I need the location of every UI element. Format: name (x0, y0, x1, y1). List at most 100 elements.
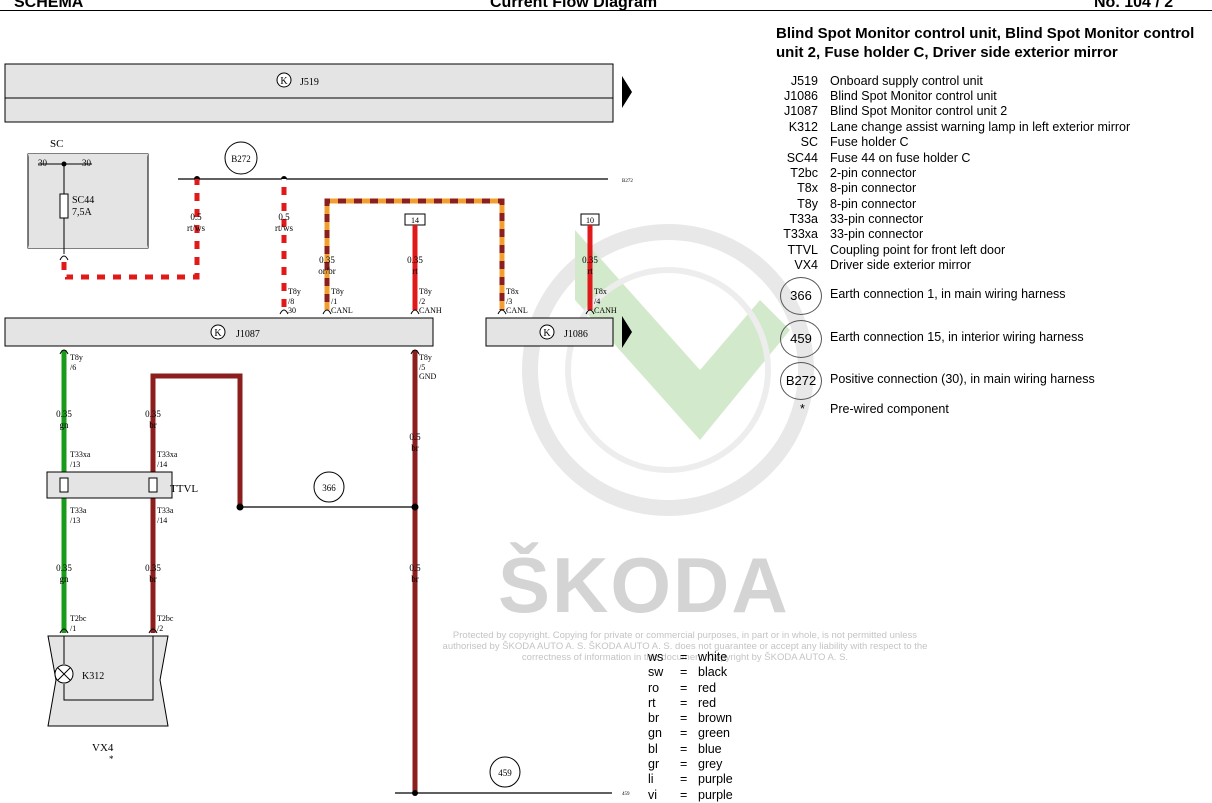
svg-text:rt/ws: rt/ws (187, 223, 205, 233)
svg-text:T33xa: T33xa (70, 450, 91, 459)
svg-text:T8y: T8y (419, 287, 432, 296)
svg-text:gn: gn (60, 574, 70, 584)
sc-label: SC (50, 138, 63, 150)
svg-text:T2bc: T2bc (70, 614, 87, 623)
header-rule (0, 10, 1212, 11)
header-center: Current Flow Diagram (490, 0, 658, 11)
svg-text:CANL: CANL (506, 306, 528, 315)
svg-text:B272: B272 (622, 179, 633, 184)
svg-text:0.35: 0.35 (582, 255, 598, 265)
j519-label: J519 (300, 77, 319, 88)
earth-366-circle (313, 471, 345, 503)
svg-text:0.35: 0.35 (407, 255, 423, 265)
svg-text:14: 14 (411, 216, 419, 225)
vx4-mirror (47, 635, 169, 727)
svg-text:0.35: 0.35 (56, 563, 72, 573)
svg-text:br: br (149, 574, 157, 584)
ttvl-label: TTVL (170, 483, 198, 495)
svg-text:rt: rt (587, 266, 593, 276)
svg-text:/1: /1 (331, 297, 337, 306)
svg-text:T8y: T8y (419, 353, 432, 362)
header-right: No. 104 / 2 (1094, 0, 1174, 11)
svg-text:0.35: 0.35 (145, 563, 161, 573)
k312-label: K312 (82, 671, 104, 682)
svg-text:CANL: CANL (331, 306, 353, 315)
svg-text:br: br (411, 574, 419, 584)
j1086-label: J1086 (564, 329, 588, 340)
continue-arrow-mid (622, 316, 632, 348)
svg-text:T33a: T33a (70, 506, 87, 515)
svg-text:T33a: T33a (157, 506, 174, 515)
svg-text:CANH: CANH (594, 306, 617, 315)
svg-text:T2bc: T2bc (157, 614, 174, 623)
svg-text:459: 459 (498, 768, 512, 778)
pin-markers (59, 255, 595, 634)
svg-text:T33xa: T33xa (157, 450, 178, 459)
svg-text:0.5: 0.5 (409, 563, 421, 573)
svg-text:30: 30 (288, 306, 296, 315)
svg-text:0.5: 0.5 (190, 212, 202, 222)
svg-text:CANH: CANH (419, 306, 442, 315)
svg-text:T8x: T8x (506, 287, 519, 296)
svg-text:/6: /6 (70, 363, 76, 372)
fuse-sc44 (59, 193, 69, 219)
continue-arrow-top (622, 76, 632, 108)
svg-text:K: K (214, 328, 222, 339)
svg-text:0.35: 0.35 (56, 409, 72, 419)
svg-text:/2: /2 (419, 297, 425, 306)
svg-text:10: 10 (586, 216, 594, 225)
svg-text:rt/ws: rt/ws (275, 223, 293, 233)
svg-text:/13: /13 (70, 460, 80, 469)
svg-text:30: 30 (82, 158, 92, 168)
header-left: SCHEMA (14, 0, 84, 11)
svg-text:T8x: T8x (594, 287, 607, 296)
earth-459-circle (489, 756, 521, 788)
b272-circle (224, 141, 258, 175)
svg-text:/14: /14 (157, 516, 167, 525)
sc44-rating: 7,5A (72, 207, 93, 218)
prewired-note: *Pre-wired component (800, 402, 949, 416)
svg-text:T8y: T8y (288, 287, 301, 296)
svg-text:or/br: or/br (318, 266, 336, 276)
svg-text:GND: GND (419, 372, 437, 381)
svg-text:br: br (149, 420, 157, 430)
svg-text:/3: /3 (506, 297, 512, 306)
skoda-watermark-text: ŠKODA (498, 541, 790, 629)
sc44-label: SC44 (72, 195, 94, 206)
skoda-logo-watermark (522, 224, 814, 516)
svg-text:B272: B272 (231, 154, 251, 164)
svg-text:gn: gn (60, 420, 70, 430)
svg-text:rt: rt (412, 266, 418, 276)
svg-text:br: br (411, 443, 419, 453)
j519-bar (4, 63, 614, 123)
svg-text:K: K (543, 328, 551, 339)
vx4-label: VX4 (92, 742, 114, 754)
svg-text:/2: /2 (157, 624, 163, 633)
svg-text:366: 366 (322, 483, 336, 493)
svg-text:0.35: 0.35 (145, 409, 161, 419)
svg-text:/4: /4 (594, 297, 600, 306)
svg-text:0.35: 0.35 (319, 255, 335, 265)
k-mark-j519: K (280, 76, 288, 87)
svg-text:/5: /5 (419, 363, 425, 372)
svg-text:30: 30 (38, 158, 48, 168)
svg-text:*: * (109, 754, 114, 764)
svg-text:0.5: 0.5 (409, 432, 421, 442)
page-title: Blind Spot Monitor control unit, Blind S… (776, 25, 1195, 61)
svg-text:T8y: T8y (331, 287, 344, 296)
copyright-notice: Protected by copyright. Copying for priv… (442, 630, 928, 663)
svg-text:T8y: T8y (70, 353, 83, 362)
